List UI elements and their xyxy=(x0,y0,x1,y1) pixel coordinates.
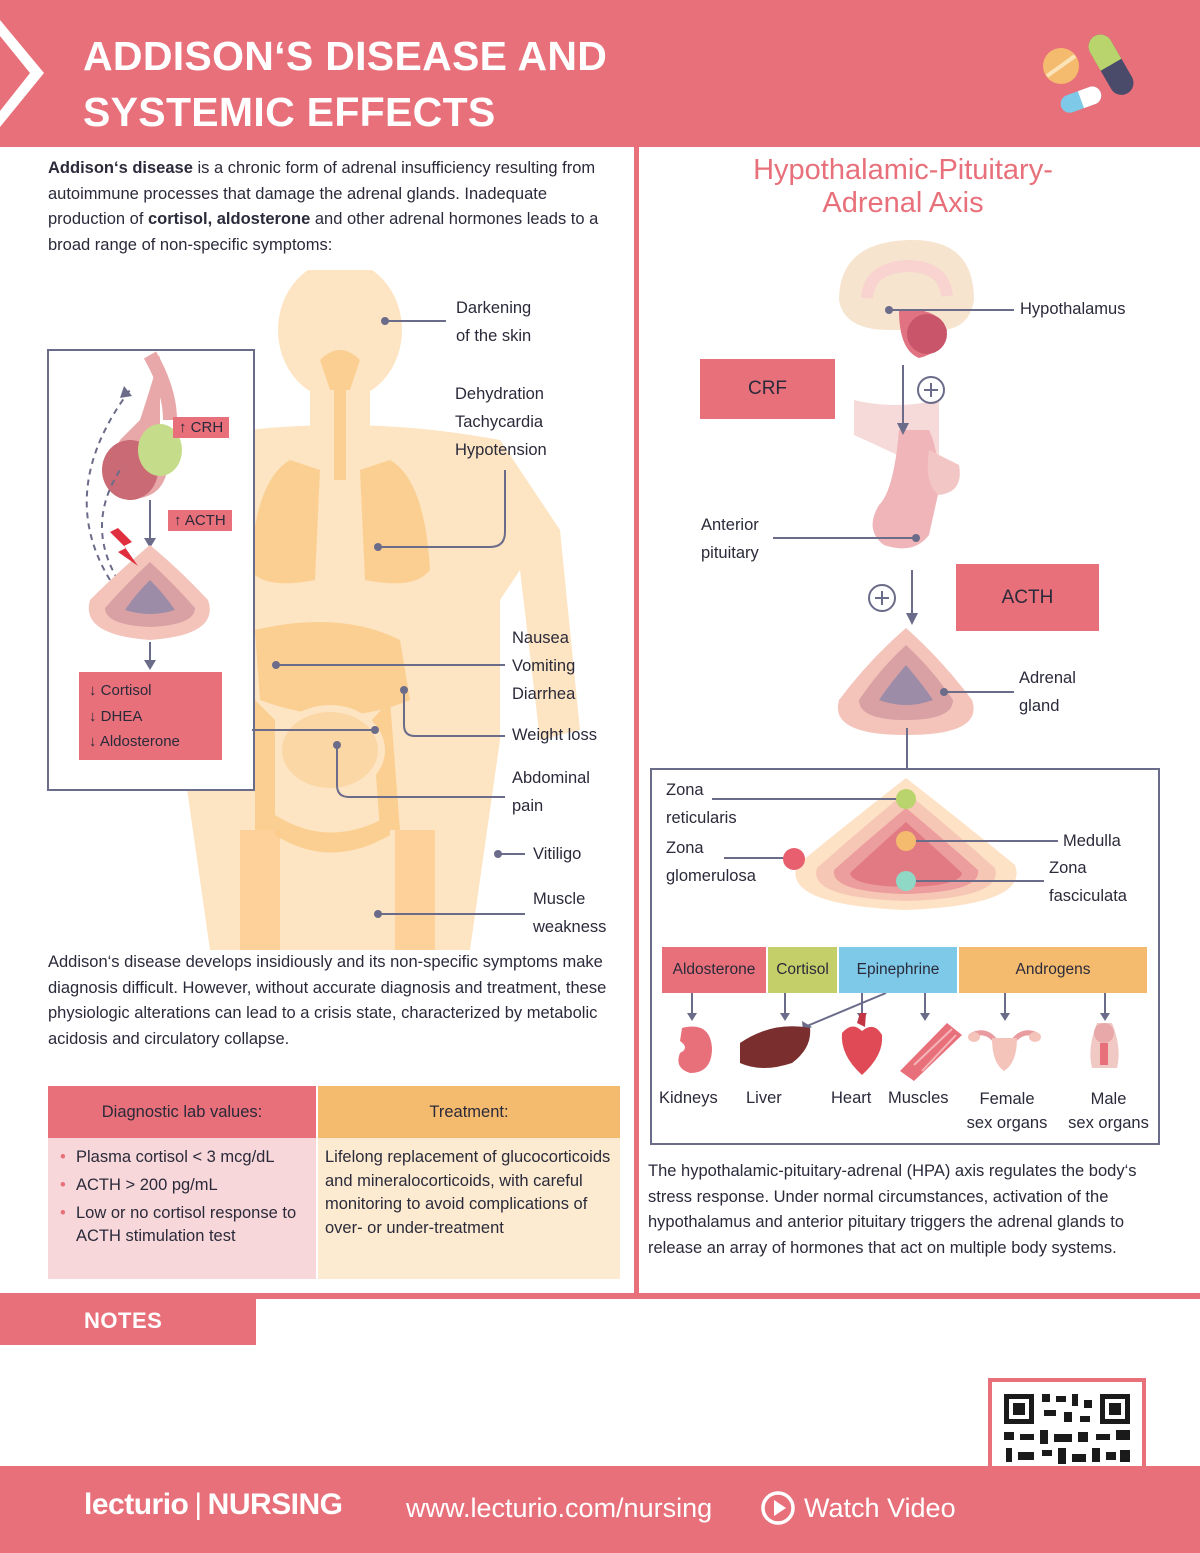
diagnostic-header: Diagnostic lab values: xyxy=(48,1086,316,1138)
treatment-text: Lifelong replacement of glucocorticoids … xyxy=(325,1148,611,1237)
target-organs xyxy=(678,993,1119,1081)
hormone-aldosterone: Aldosterone xyxy=(662,947,766,993)
crh-tag: ↑ CRH xyxy=(173,417,230,438)
intro-paragraph: Addison‘s disease is a chronic form of a… xyxy=(48,159,599,254)
organ-heart-label: Heart xyxy=(831,1089,872,1107)
acth-right-tag: ACTH xyxy=(956,564,1099,631)
outro-paragraph: Addison‘s disease develops insidiously a… xyxy=(48,953,607,1048)
page-header: ADDISON‘S DISEASE AND SYSTEMIC EFFECTS xyxy=(0,0,1200,147)
hpa-paragraph: The hypothalamic-pituitary-adrenal (HPA)… xyxy=(648,1162,1137,1257)
hpa-title: Hypothalamic-Pituitary- Adrenal Axis xyxy=(753,154,1053,219)
treatment-header: Treatment: xyxy=(318,1086,620,1138)
diagnostic-item: Plasma cortisol < 3 mcg/dL xyxy=(60,1146,310,1169)
organ-muscles-label: Muscles xyxy=(888,1089,949,1107)
watch-video-link[interactable]: Watch Video xyxy=(760,1490,956,1526)
medulla-label: Medulla xyxy=(1063,832,1121,850)
organ-liver-label: Liver xyxy=(746,1089,782,1107)
notes-tab: NOTES xyxy=(0,1299,256,1345)
hpa-diagram xyxy=(773,239,1014,770)
diagnostic-body: Plasma cortisol < 3 mcg/dL ACTH > 200 pg… xyxy=(48,1138,316,1279)
hormone-epinephrine: Epinephrine xyxy=(839,947,957,993)
page-title: ADDISON‘S DISEASE AND SYSTEMIC EFFECTS xyxy=(83,33,608,135)
hormone-androgens: Androgens xyxy=(959,947,1147,993)
diagnostic-item: ACTH > 200 pg/mL xyxy=(60,1174,310,1197)
diagnostic-list: Plasma cortisol < 3 mcg/dL ACTH > 200 pg… xyxy=(48,1138,316,1248)
column-divider xyxy=(634,147,639,1293)
symptom-cardiovascular: Dehydration Tachycardia Hypotension xyxy=(455,385,547,459)
symptom-weight-loss: Weight loss xyxy=(512,726,597,744)
page-footer: lecturio|NURSING www.lecturio.com/nursin… xyxy=(0,1466,1200,1553)
acth-tag: ↑ ACTH xyxy=(168,510,232,531)
hormone-cortisol: Cortisol xyxy=(768,947,837,993)
diagnostic-item: Low or no cortisol response to ACTH stim… xyxy=(60,1202,310,1248)
hypothalamus-label: Hypothalamus xyxy=(1020,300,1126,318)
dhea-decrease: ↓ DHEA xyxy=(89,707,143,725)
organ-kidneys-label: Kidneys xyxy=(659,1089,718,1107)
notes-divider xyxy=(0,1293,1200,1299)
symptom-vitiligo: Vitiligo xyxy=(533,845,582,863)
header-arrow-icon xyxy=(0,20,44,127)
hormone-decrease-list: ↓ Cortisol ↓ DHEA ↓ Aldosterone xyxy=(79,672,222,760)
adrenal-zones-box xyxy=(650,768,1160,1145)
website-link[interactable]: www.lecturio.com/nursing xyxy=(406,1493,713,1523)
play-icon xyxy=(761,1491,795,1525)
symptom-gi: Nausea Vomiting Diarrhea xyxy=(512,629,576,703)
cortisol-decrease: ↓ Cortisol xyxy=(89,682,152,699)
adrenal-cross-section xyxy=(712,778,1058,910)
brand-logo[interactable]: lecturio|NURSING xyxy=(84,1488,343,1521)
treatment-body: Lifelong replacement of glucocorticoids … xyxy=(318,1138,620,1279)
aldosterone-decrease: ↓ Aldosterone xyxy=(89,733,180,750)
pills-icon xyxy=(1043,34,1134,113)
crf-tag: CRF xyxy=(700,359,835,419)
